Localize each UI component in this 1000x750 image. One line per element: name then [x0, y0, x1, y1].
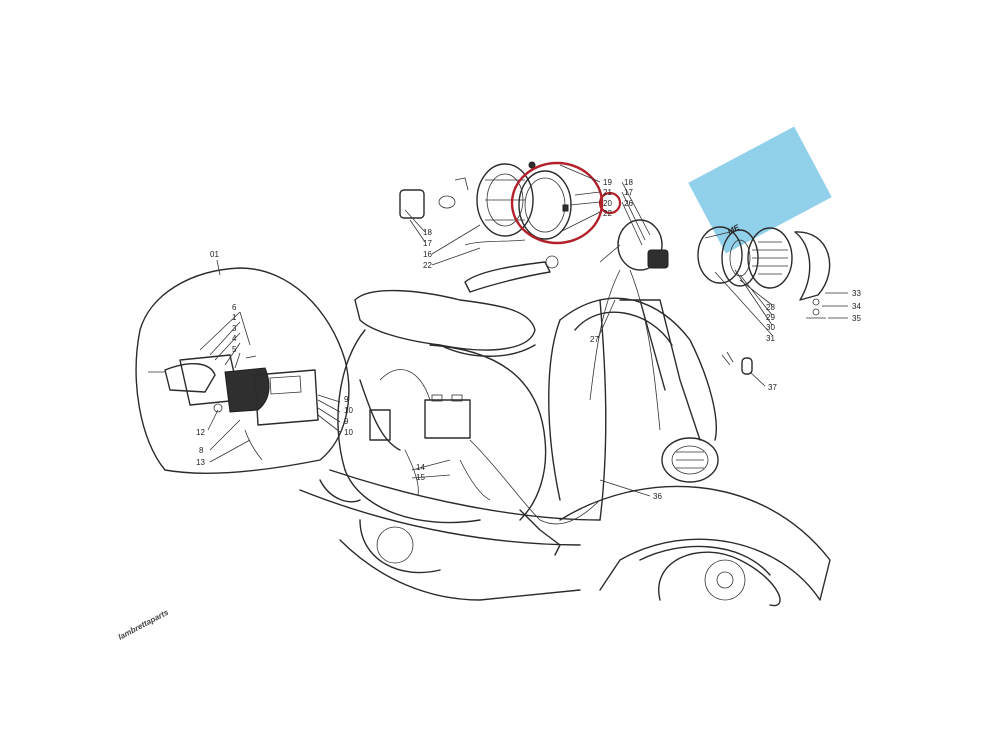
label-4: 4 [232, 334, 237, 343]
label-34: 34 [852, 302, 861, 311]
label-36: 36 [653, 492, 662, 501]
label-6: 6 [232, 303, 237, 312]
highlight-bezel [510, 161, 604, 245]
label-10b: 10 [344, 428, 353, 437]
label-31: 31 [766, 334, 775, 343]
label-01: 01 [210, 250, 219, 259]
label-5: 5 [232, 345, 237, 354]
label-3: 3 [232, 324, 237, 333]
label-37: 37 [768, 383, 777, 392]
headlamp-group [599, 219, 831, 375]
label-12: 12 [196, 428, 205, 437]
part-labels: 01 6 1 3 4 5 12 8 13 9 10 9 10 14 15 18 … [196, 178, 861, 501]
label-22b: 22 [603, 209, 612, 218]
scooter-illustration [299, 255, 831, 607]
label-15: 15 [416, 473, 425, 482]
label-27: 27 [590, 335, 599, 344]
highlight-label-20 [598, 191, 622, 215]
label-9b: 9 [344, 417, 349, 426]
label-14: 14 [416, 463, 425, 472]
label-13: 13 [196, 458, 205, 467]
label-1: 1 [232, 313, 237, 322]
label-17b: 17 [624, 188, 633, 197]
label-28: 28 [766, 303, 775, 312]
label-33: 33 [852, 289, 861, 298]
label-19: 19 [603, 178, 612, 187]
watermark-text: lambrettaparts [117, 607, 171, 641]
label-10a: 10 [344, 406, 353, 415]
label-30: 30 [766, 323, 775, 332]
watermark-badge [688, 126, 832, 254]
label-26: 26 [624, 199, 633, 208]
label-17a: 17 [423, 239, 432, 248]
label-29: 29 [766, 313, 775, 322]
label-21: 21 [603, 188, 612, 197]
label-20: 20 [603, 199, 612, 208]
label-35: 35 [852, 314, 861, 323]
rear-lamp-inset [135, 267, 350, 474]
label-16: 16 [423, 250, 432, 259]
label-18b: 18 [624, 178, 633, 187]
leader-lines [199, 164, 848, 497]
label-8: 8 [199, 446, 204, 455]
label-22a: 22 [423, 261, 432, 270]
watermark: lambrettaparts ME [117, 126, 832, 642]
label-9a: 9 [344, 395, 349, 404]
label-18a: 18 [423, 228, 432, 237]
